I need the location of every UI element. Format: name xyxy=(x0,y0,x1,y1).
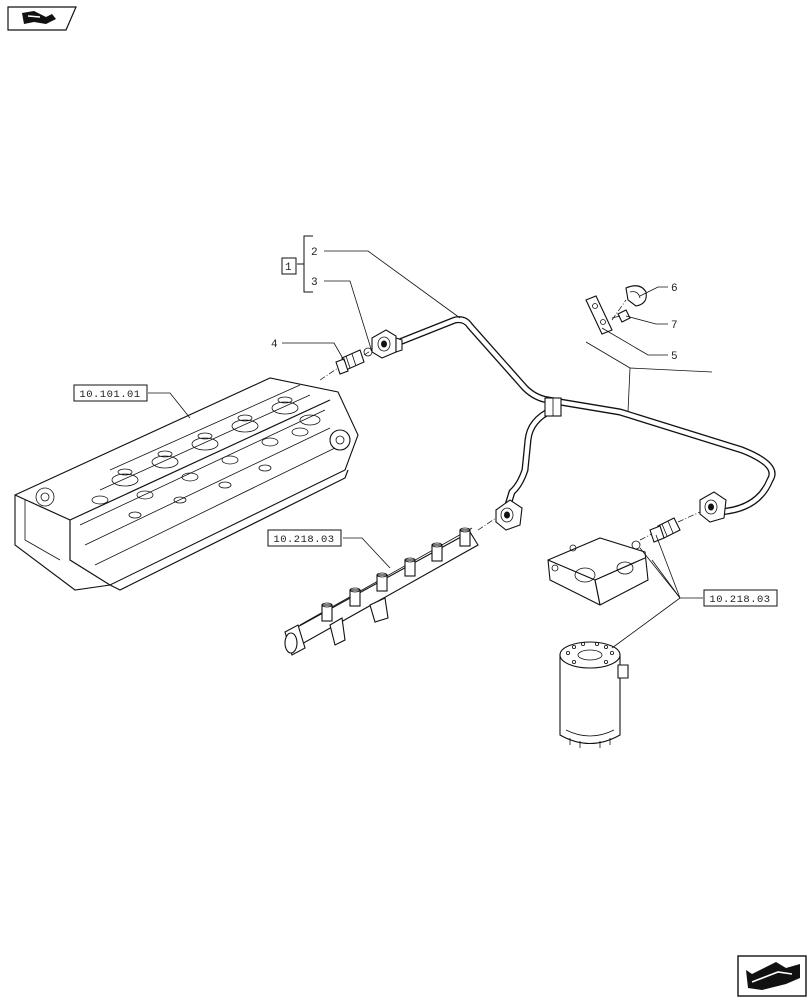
callout-6: 6 xyxy=(671,283,678,295)
group-bracket xyxy=(297,235,313,293)
fuel-pipe xyxy=(388,316,776,516)
pipe-connector-rail-end xyxy=(495,499,523,531)
fuel-filter-cartridge xyxy=(559,641,629,748)
fuel-filter-head xyxy=(547,537,649,606)
callout-7: 7 xyxy=(671,320,678,332)
fuel-rail xyxy=(284,527,479,656)
callout-1-box: 1 xyxy=(281,257,297,275)
callout-1: 1 xyxy=(285,262,292,274)
leader-lines xyxy=(148,250,713,649)
ref-box-cylinder-head[interactable]: 10.101.01 xyxy=(73,384,148,402)
pipe-connector-head-end xyxy=(371,329,403,359)
ref-box-fuel-filter[interactable]: 10.218.03 xyxy=(703,589,778,607)
callout-3: 3 xyxy=(311,277,318,289)
cylinder-head xyxy=(14,377,359,591)
adapter-fitting-filter xyxy=(631,517,681,550)
book-arrow-icon[interactable] xyxy=(7,6,77,31)
callout-4: 4 xyxy=(271,339,278,351)
pipe-clamp-bracket xyxy=(585,285,647,335)
ref-label-fuel-rail: 10.218.03 xyxy=(273,534,334,546)
callout-5: 5 xyxy=(671,351,678,363)
pipe-connector-filter-end xyxy=(699,491,727,523)
ref-box-fuel-rail[interactable]: 10.218.03 xyxy=(267,529,342,547)
ref-label-fuel-filter: 10.218.03 xyxy=(709,594,770,606)
next-page-arrow-icon[interactable] xyxy=(737,955,807,997)
ref-label-cylinder-head: 10.101.01 xyxy=(79,389,140,401)
assembly-axis-lines xyxy=(319,299,701,541)
callout-2: 2 xyxy=(311,247,318,259)
adapter-fitting-head xyxy=(335,347,373,375)
